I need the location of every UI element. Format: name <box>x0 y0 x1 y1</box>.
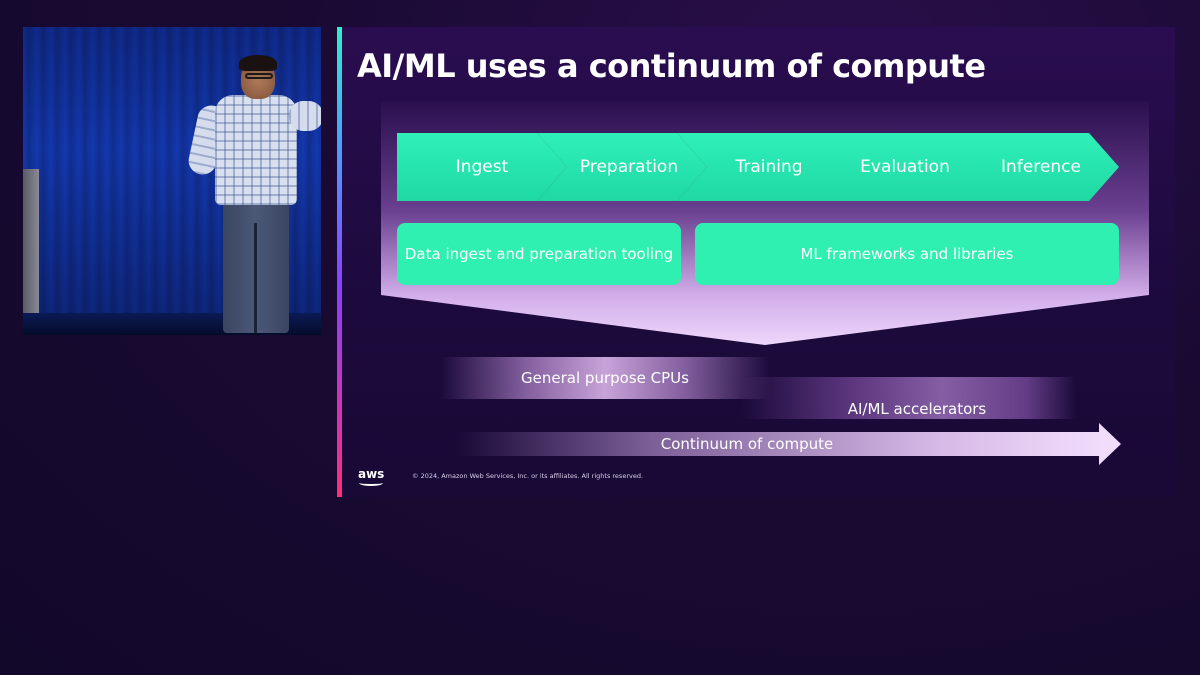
continuum-arrow-shaft <box>457 432 1101 456</box>
slide: AI/ML uses a continuum of compute Ingest… <box>337 27 1175 497</box>
accelerators-band: AI/ML accelerators <box>741 377 1077 419</box>
ml-pipeline-stages: Ingest Preparation Training Evaluation I… <box>397 133 1119 201</box>
continuum-arrow: Continuum of compute <box>457 423 1121 465</box>
aws-logo: aws <box>358 467 386 486</box>
slide-title: AI/ML uses a continuum of compute <box>357 47 986 85</box>
cpus-band: General purpose CPUs <box>440 357 770 399</box>
stage-label: Ingest <box>455 157 509 177</box>
stage-label: Training <box>735 157 803 177</box>
speaker-arm-right <box>289 101 321 131</box>
speaker-video <box>23 27 321 335</box>
speaker-hair <box>239 55 277 71</box>
stage-label: Evaluation <box>860 157 950 177</box>
stage-label: Inference <box>1001 157 1081 177</box>
stage-label: Preparation <box>579 157 679 177</box>
speaker-glasses <box>245 73 273 79</box>
ml-frameworks-box: ML frameworks and libraries <box>695 223 1119 285</box>
speaker-shirt <box>215 95 297 205</box>
data-tooling-box: Data ingest and preparation tooling <box>397 223 681 285</box>
aws-logo-text: aws <box>358 467 385 481</box>
copyright-notice: © 2024, Amazon Web Services, Inc. or its… <box>412 472 644 480</box>
accelerators-label: AI/ML accelerators <box>847 400 987 418</box>
arrow-right-icon <box>1099 423 1121 465</box>
stage-inference: Inference <box>949 133 1119 201</box>
cpus-label: General purpose CPUs <box>521 369 689 387</box>
slide-accent-bar <box>337 27 342 497</box>
speaker-pants <box>223 203 289 333</box>
continuum-label: Continuum of compute <box>660 435 834 453</box>
speaker <box>186 55 321 335</box>
stage-pillar <box>23 169 39 335</box>
aws-smile-icon <box>359 480 383 486</box>
stage-ingest: Ingest <box>397 133 567 201</box>
